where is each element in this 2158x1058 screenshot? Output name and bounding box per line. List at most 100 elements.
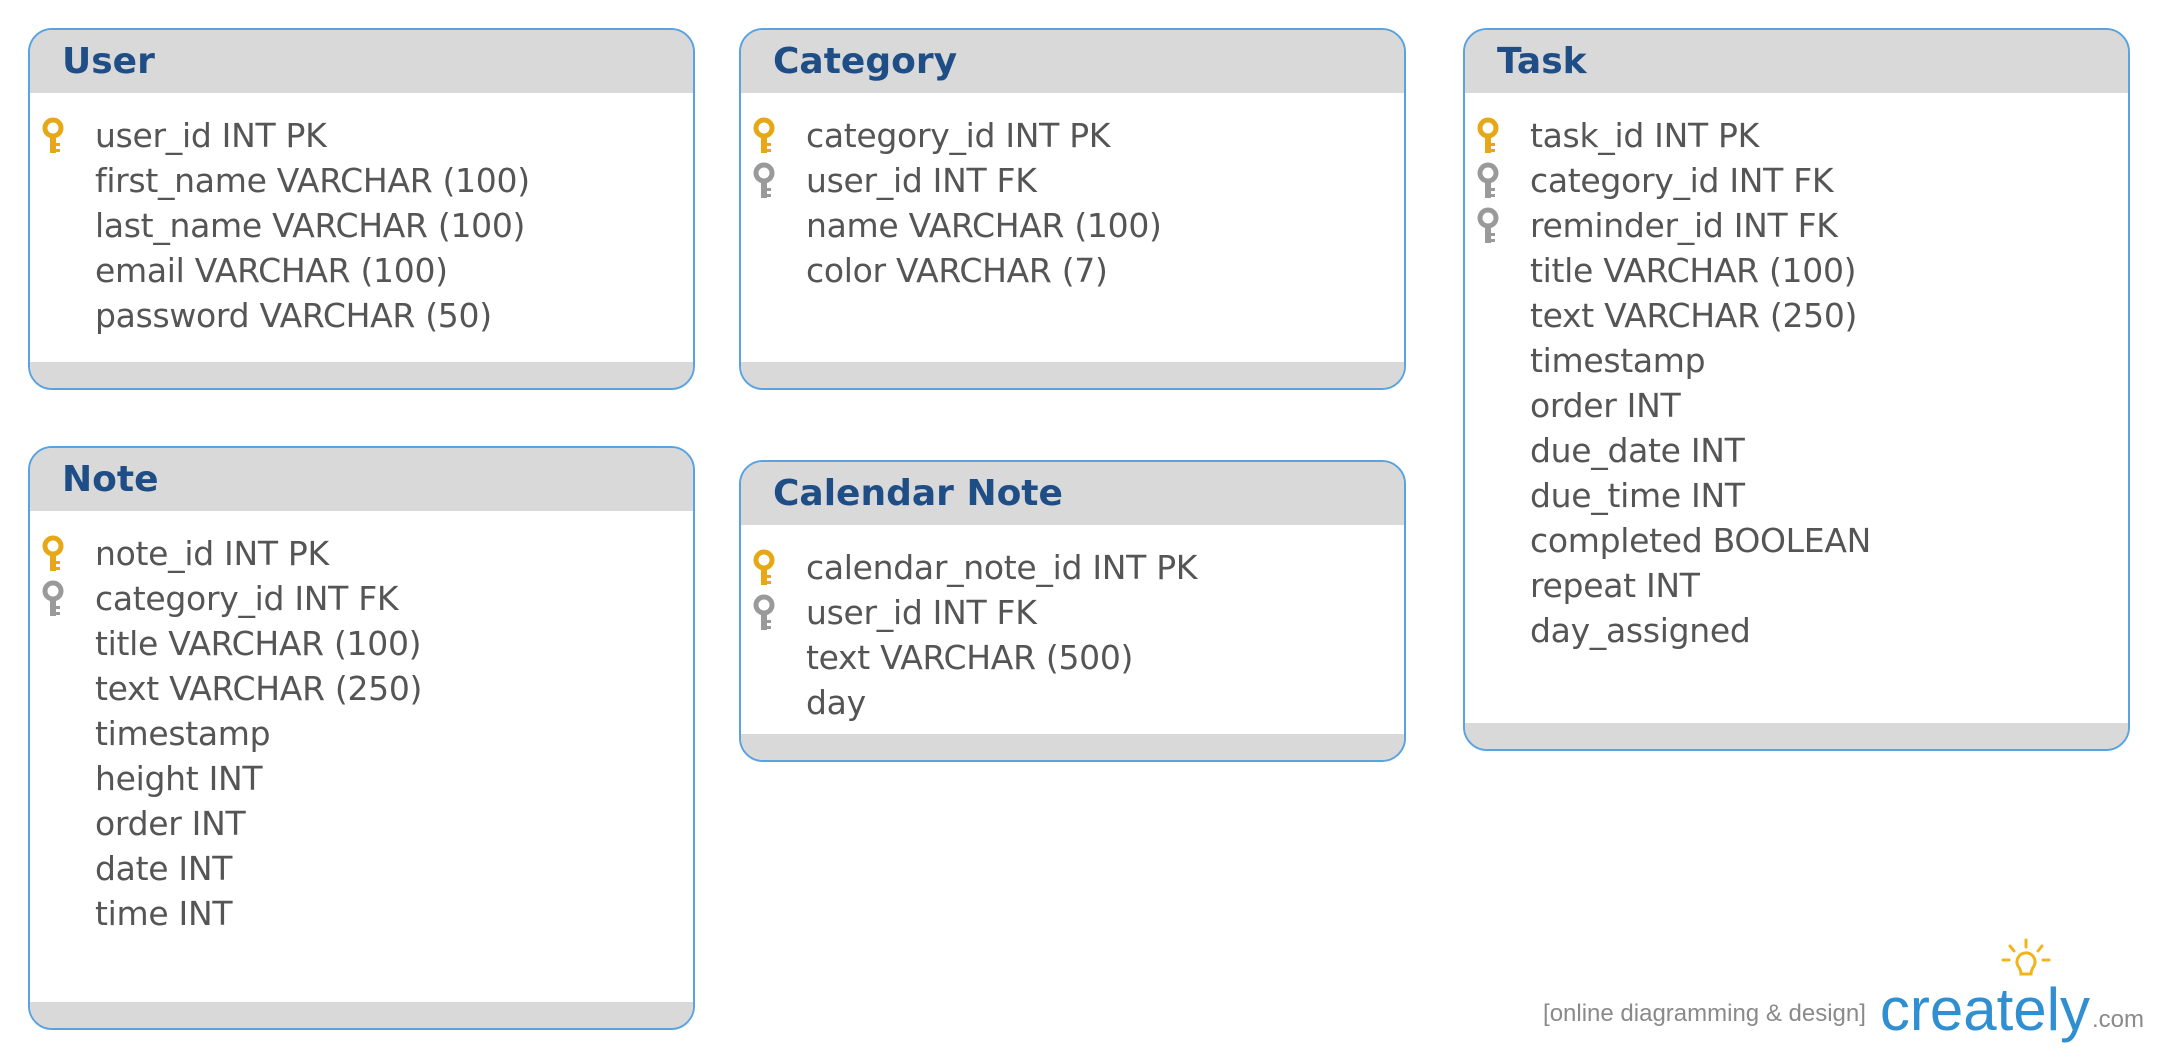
entity-header: Note [30, 448, 693, 511]
entity-field[interactable]: due_time INT [1465, 473, 2128, 518]
entity-task[interactable]: Task task_id INT PK category_id INT FK rem… [1463, 28, 2130, 751]
foreign-key-icon [1477, 162, 1499, 198]
entity-field[interactable]: text VARCHAR (250) [1465, 293, 2128, 338]
field-key-slot [741, 248, 806, 293]
field-label: date INT [95, 849, 233, 888]
field-label: note_id INT PK [95, 534, 329, 573]
field-label: text VARCHAR (250) [95, 669, 423, 708]
primary-key-icon [42, 535, 64, 571]
field-key-slot [1465, 563, 1530, 608]
entity-field[interactable]: task_id INT PK [1465, 113, 2128, 158]
foreign-key-icon [42, 580, 64, 616]
entity-field[interactable]: completed BOOLEAN [1465, 518, 2128, 563]
entity-header: User [30, 30, 693, 93]
field-key-slot [30, 113, 95, 158]
entity-field[interactable]: day_assigned [1465, 608, 2128, 653]
watermark-tagline: [online diagramming & design] [1543, 1000, 1866, 1027]
field-label: user_id INT FK [806, 593, 1037, 632]
field-label: color VARCHAR (7) [806, 251, 1108, 290]
field-label: title VARCHAR (100) [95, 624, 422, 663]
entity-field[interactable]: order INT [30, 801, 693, 846]
entity-footer [741, 734, 1404, 760]
entity-footer [1465, 723, 2128, 749]
primary-key-icon [42, 117, 64, 153]
entity-field[interactable]: day [741, 680, 1404, 725]
field-key-slot [741, 203, 806, 248]
field-key-slot [30, 576, 95, 621]
entity-field[interactable]: title VARCHAR (100) [1465, 248, 2128, 293]
entity-field[interactable]: category_id INT FK [30, 576, 693, 621]
entity-footer [741, 362, 1404, 388]
field-label: time INT [95, 894, 233, 933]
entity-field[interactable]: category_id INT FK [1465, 158, 2128, 203]
field-key-slot [30, 621, 95, 666]
field-label: order INT [95, 804, 246, 843]
entity-field[interactable]: timestamp [30, 711, 693, 756]
entity-header: Category [741, 30, 1404, 93]
entity-field[interactable]: reminder_id INT FK [1465, 203, 2128, 248]
entity-field[interactable]: email VARCHAR (100) [30, 248, 693, 293]
entity-title: Calendar Note [773, 473, 1063, 514]
field-label: category_id INT FK [1530, 161, 1834, 200]
entity-field[interactable]: last_name VARCHAR (100) [30, 203, 693, 248]
watermark-domain: .com [2091, 1006, 2144, 1033]
foreign-key-icon [753, 594, 775, 630]
field-label: text VARCHAR (250) [1530, 296, 1858, 335]
field-key-slot [1465, 158, 1530, 203]
entity-field[interactable]: user_id INT PK [30, 113, 693, 158]
creately-watermark: [online diagramming & design] creately .… [1543, 938, 2144, 1040]
entity-fields: task_id INT PK category_id INT FK reminder… [1465, 93, 2128, 653]
entity-field[interactable]: due_date INT [1465, 428, 2128, 473]
field-key-slot [30, 248, 95, 293]
entity-field[interactable]: time INT [30, 891, 693, 936]
field-label: timestamp [1530, 341, 1706, 380]
field-label: first_name VARCHAR (100) [95, 161, 530, 200]
entity-field[interactable]: text VARCHAR (250) [30, 666, 693, 711]
entity-field[interactable]: timestamp [1465, 338, 2128, 383]
entity-field[interactable]: note_id INT PK [30, 531, 693, 576]
entity-field[interactable]: color VARCHAR (7) [741, 248, 1404, 293]
field-label: task_id INT PK [1530, 116, 1759, 155]
entity-field[interactable]: repeat INT [1465, 563, 2128, 608]
entity-field[interactable]: category_id INT PK [741, 113, 1404, 158]
field-key-slot [30, 531, 95, 576]
entity-field[interactable]: title VARCHAR (100) [30, 621, 693, 666]
field-label: user_id INT PK [95, 116, 327, 155]
entity-field[interactable]: user_id INT FK [741, 590, 1404, 635]
entity-field[interactable]: first_name VARCHAR (100) [30, 158, 693, 203]
entity-fields: user_id INT PK first_name VARCHAR (100)la… [30, 93, 693, 338]
field-label: height INT [95, 759, 263, 798]
entity-field[interactable]: name VARCHAR (100) [741, 203, 1404, 248]
entity-field[interactable]: password VARCHAR (50) [30, 293, 693, 338]
field-label: reminder_id INT FK [1530, 206, 1838, 245]
entity-header: Calendar Note [741, 462, 1404, 525]
entity-header: Task [1465, 30, 2128, 93]
field-key-slot [741, 158, 806, 203]
field-key-slot [1465, 383, 1530, 428]
watermark-brand: creately [1879, 976, 2090, 1043]
entity-field[interactable]: user_id INT FK [741, 158, 1404, 203]
field-key-slot [30, 293, 95, 338]
field-label: day_assigned [1530, 611, 1751, 650]
field-label: title VARCHAR (100) [1530, 251, 1857, 290]
entity-footer [30, 362, 693, 388]
entity-field[interactable]: text VARCHAR (500) [741, 635, 1404, 680]
field-key-slot [30, 158, 95, 203]
entity-field[interactable]: date INT [30, 846, 693, 891]
entity-footer [30, 1002, 693, 1028]
entity-user[interactable]: User user_id INT PK first_name VARCHAR (1… [28, 28, 695, 390]
entity-title: Note [62, 459, 159, 500]
field-key-slot [1465, 473, 1530, 518]
entity-field[interactable]: calendar_note_id INT PK [741, 545, 1404, 590]
entity-field[interactable]: order INT [1465, 383, 2128, 428]
field-key-slot [30, 891, 95, 936]
lightbulb-icon [2001, 938, 2051, 976]
field-key-slot [1465, 293, 1530, 338]
entity-field[interactable]: height INT [30, 756, 693, 801]
